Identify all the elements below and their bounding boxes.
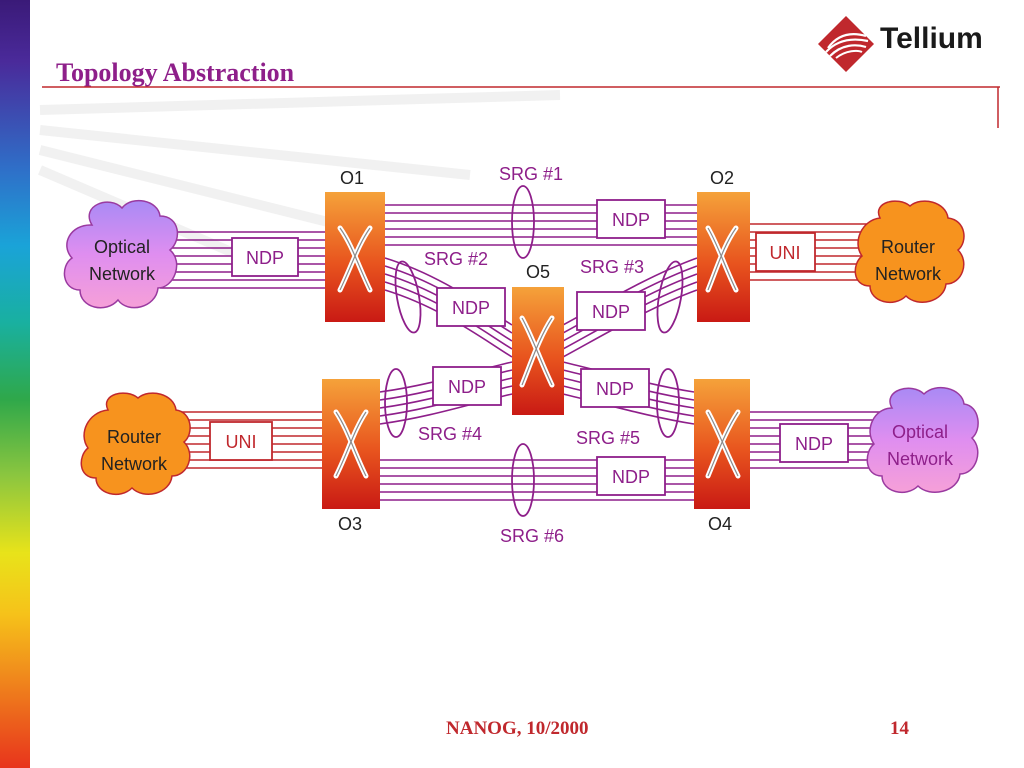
srg-label-6: SRG #6 — [500, 526, 564, 546]
ndp-box-o5-o2: NDP — [576, 291, 646, 331]
cloud-optical-right: Optical Network — [866, 386, 979, 494]
node-o5 — [512, 287, 564, 415]
ndp-box-o5-o4: NDP — [580, 368, 650, 408]
node-o3 — [322, 379, 380, 509]
header-rule — [42, 86, 1000, 128]
uni-box-router-o3: UNI — [209, 421, 273, 461]
srg-rings — [384, 185, 684, 517]
svg-text:NDP: NDP — [452, 298, 490, 318]
srg-ring-2 — [394, 260, 422, 334]
svg-text:UNI: UNI — [770, 243, 801, 263]
cloud-router-right: Router Network — [854, 200, 965, 304]
srg-ring-3 — [656, 260, 684, 334]
node-label-o2: O2 — [710, 168, 734, 188]
srg-label-5: SRG #5 — [576, 428, 640, 448]
node-label-o4: O4 — [708, 514, 732, 534]
srg-label-1: SRG #1 — [499, 164, 563, 184]
svg-text:NDP: NDP — [612, 467, 650, 487]
cloud-label-line1: Router — [881, 237, 935, 257]
cloud-label-line2: Network — [887, 449, 954, 469]
slide-title: Topology Abstraction — [56, 58, 295, 87]
node-label-o5: O5 — [526, 262, 550, 282]
footer-page-number: 14 — [890, 718, 909, 739]
cloud-label-line2: Network — [89, 264, 156, 284]
svg-text:NDP: NDP — [795, 434, 833, 454]
cloud-router-left: Router Network — [80, 392, 191, 496]
ndp-box-o3-o4: NDP — [596, 456, 666, 496]
svg-text:NDP: NDP — [246, 248, 284, 268]
srg-ring-4 — [384, 368, 408, 438]
srg-label-2: SRG #2 — [424, 249, 488, 269]
svg-text:NDP: NDP — [448, 377, 486, 397]
svg-text:NDP: NDP — [592, 302, 630, 322]
srg-ring-1 — [511, 185, 535, 259]
srg-ring-6 — [511, 443, 535, 517]
srg-label-4: SRG #4 — [418, 424, 482, 444]
ndp-box-o1-o2: NDP — [596, 199, 666, 239]
cloud-label-line2: Network — [101, 454, 168, 474]
cloud-label-line1: Optical — [94, 237, 150, 257]
uni-box-o2-router: UNI — [755, 232, 816, 272]
ndp-box-optical-left: NDP — [231, 237, 299, 277]
tellium-logo-icon — [818, 16, 874, 72]
footer-event: NANOG, 10/2000 — [446, 718, 589, 739]
svg-text:UNI: UNI — [226, 432, 257, 452]
node-label-o1: O1 — [340, 168, 364, 188]
node-o4 — [694, 379, 750, 509]
node-label-o3: O3 — [338, 514, 362, 534]
ndp-box-o4-optical: NDP — [779, 423, 849, 463]
node-o1 — [325, 192, 385, 322]
srg-ring-5 — [656, 368, 680, 438]
logo-text: Tellium — [880, 22, 983, 55]
svg-text:NDP: NDP — [612, 210, 650, 230]
cloud-label-line1: Optical — [892, 422, 948, 442]
ndp-box-o3-o5: NDP — [432, 366, 502, 406]
rainbow-sidebar — [0, 0, 30, 768]
cloud-optical-left: Optical Network — [63, 199, 179, 309]
srg-label-3: SRG #3 — [580, 257, 644, 277]
cloud-label-line1: Router — [107, 427, 161, 447]
node-o2 — [697, 192, 750, 322]
cloud-label-line2: Network — [875, 264, 942, 284]
svg-text:NDP: NDP — [596, 379, 634, 399]
ndp-box-o1-o5: NDP — [436, 287, 506, 327]
